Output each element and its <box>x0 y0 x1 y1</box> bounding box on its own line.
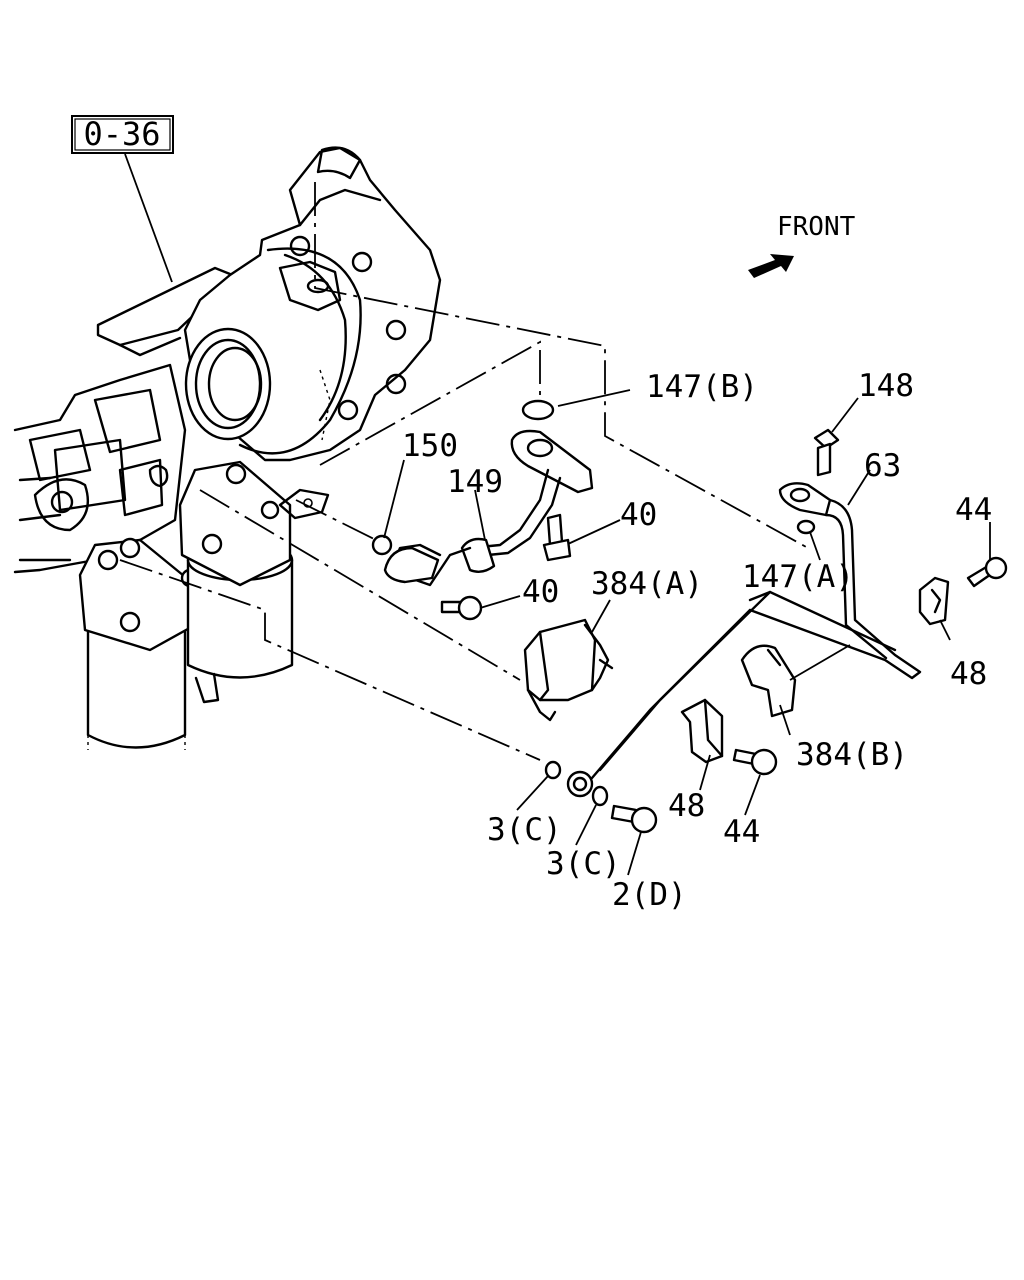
label-48-right[interactable]: 48 <box>950 656 987 692</box>
return-pipe-63[interactable] <box>566 482 922 798</box>
reference-box-label: 0-36 <box>83 115 160 153</box>
label-63[interactable]: 63 <box>864 448 901 484</box>
bolt-44-right[interactable] <box>966 556 1008 588</box>
label-3c-left[interactable]: 3(C) <box>487 812 562 848</box>
leader-lines <box>383 389 991 876</box>
label-147b[interactable]: 147(B) <box>646 369 758 405</box>
oil-filter-left <box>78 537 200 750</box>
label-147a[interactable]: 147(A) <box>742 559 854 595</box>
oil-feed-pipe-149[interactable] <box>383 429 594 587</box>
oil-filter-right <box>178 460 330 704</box>
reference-leader <box>124 153 173 283</box>
label-40-upper[interactable]: 40 <box>620 497 657 533</box>
label-44-center[interactable]: 44 <box>723 814 760 850</box>
washer-3c-left[interactable] <box>544 760 562 780</box>
front-label: FRONT <box>777 212 856 242</box>
label-3c-right[interactable]: 3(C) <box>546 846 621 882</box>
gasket-147b[interactable] <box>521 399 555 421</box>
bolt-44-center[interactable] <box>732 748 778 776</box>
bolt-148[interactable] <box>813 428 840 477</box>
bolt-40-upper[interactable] <box>542 513 572 562</box>
label-148[interactable]: 148 <box>858 368 914 404</box>
gasket-147a[interactable] <box>796 519 816 535</box>
clip-48-right[interactable] <box>918 576 950 626</box>
reference-box[interactable]: 0-36 <box>71 115 174 154</box>
label-384a[interactable]: 384(A) <box>591 566 703 602</box>
engine-block <box>13 266 237 574</box>
bracket-384a[interactable] <box>523 618 614 722</box>
bolt-40-lower[interactable] <box>440 595 483 621</box>
label-150[interactable]: 150 <box>402 428 458 464</box>
bracket-384b[interactable] <box>740 644 797 718</box>
alignment-lines <box>119 182 809 761</box>
callout-labels: 147(B) 148 150 149 63 40 44 384(A) 147(A… <box>402 368 992 913</box>
front-arrow-icon <box>748 254 794 278</box>
label-48-center[interactable]: 48 <box>668 788 705 824</box>
bolt-2d[interactable] <box>610 804 658 834</box>
label-40-lower[interactable]: 40 <box>522 574 559 610</box>
label-44-right[interactable]: 44 <box>955 492 992 528</box>
label-149[interactable]: 149 <box>447 464 503 500</box>
clip-48-center[interactable] <box>680 698 724 764</box>
o-ring-150[interactable] <box>371 534 393 556</box>
turbocharger <box>183 146 442 462</box>
label-384b[interactable]: 384(B) <box>796 737 908 773</box>
washer-3c-right[interactable] <box>591 785 609 807</box>
label-2d[interactable]: 2(D) <box>612 877 687 913</box>
